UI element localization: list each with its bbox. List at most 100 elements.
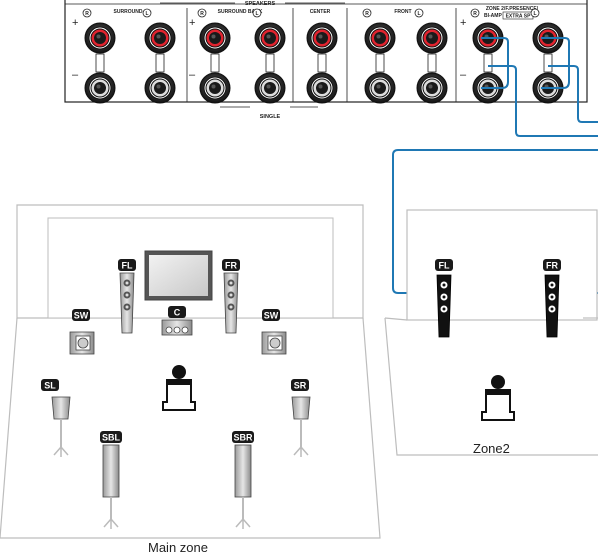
zone2-speaker-label-fl: FL [435,259,453,271]
left-channel-mark-1: L [142,8,152,18]
zone2-front-right-speaker [544,274,560,338]
svg-text:SL: SL [44,381,56,391]
svg-text:L: L [533,11,536,17]
svg-text:R: R [200,11,204,17]
terminal-link-7 [427,53,437,73]
front-right-speaker [223,272,239,334]
speaker-label-sbr: SBR [232,431,254,443]
zone2-speaker-label-fr: FR [543,259,561,271]
right-channel-mark-2: R [197,8,207,18]
subwoofer-left [69,331,95,355]
center-speaker [161,319,193,336]
svg-text:R: R [85,11,89,17]
terminal-negative-3 [199,72,231,104]
minus-mark: – [72,69,79,81]
main-zone-caption: Main zone [148,540,208,555]
speaker-label-fl: FL [118,259,136,271]
speaker-label-sw-right: SW [262,309,280,321]
terminal-link-8 [483,53,493,73]
surround-back-label: SURROUND BACK [218,9,263,15]
rear-panel: SPEAKERS SURROUND SURROUND BACK CENTER F… [64,0,588,120]
terminal-positive-8 [472,22,504,54]
front-left-speaker [119,272,135,334]
front-label: FRONT [394,9,411,15]
svg-text:FR: FR [225,261,237,271]
listener-zone2-icon [481,375,515,421]
terminal-negative-5 [306,72,338,104]
svg-text:L: L [417,11,420,17]
svg-text:SW: SW [74,311,89,321]
terminal-positive-4 [254,22,286,54]
speaker-labels: FL FR C SW SW SL SR SBL SBR FL FR [41,259,561,443]
surround-right-speaker [291,396,311,457]
right-channel-mark-0: R [82,8,92,18]
terminal-link-4 [265,53,275,73]
speaker-label-sw-left: SW [72,309,90,321]
terminal-link-2 [155,53,165,73]
zone2-label: ZONE 2/F.PRESENCE/ [486,6,539,12]
speakers-label: SPEAKERS [245,1,276,7]
minus-mark: – [460,69,467,81]
terminal-link-3 [210,53,220,73]
svg-text:FR: FR [546,261,558,271]
svg-text:L: L [145,11,148,17]
terminal-positive-7 [416,22,448,54]
terminal-negative-7 [416,72,448,104]
terminal-positive-1 [84,22,116,54]
minus-mark: – [189,69,196,81]
main-zone-speakers [51,272,311,529]
svg-text:SW: SW [264,311,279,321]
surround-back-left-speaker [102,444,120,529]
speaker-label-sl: SL [41,379,59,391]
left-channel-mark-3: L [252,8,262,18]
single-label: SINGLE [260,114,281,120]
terminal-link-5 [317,53,327,73]
speaker-label-fr: FR [222,259,240,271]
terminal-link-9 [543,53,553,73]
channel-marks: R L R L R L R L + – + – + – [72,8,540,81]
surround-label: SURROUND [114,9,143,15]
speaker-terminals [84,22,564,104]
right-channel-mark-6: R [470,8,480,18]
surround-back-right-speaker [234,444,252,529]
terminal-negative-2 [144,72,176,104]
terminal-negative-6 [364,72,396,104]
plus-mark: + [460,17,466,29]
terminal-positive-6 [364,22,396,54]
zone2-caption: Zone2 [473,441,510,456]
svg-text:FL: FL [439,261,450,271]
terminal-positive-3 [199,22,231,54]
svg-text:FL: FL [122,261,133,271]
svg-text:R: R [473,11,477,17]
speaker-label-sr: SR [291,379,309,391]
svg-text:R: R [365,11,369,17]
terminal-link-6 [375,53,385,73]
svg-text:SR: SR [294,381,307,391]
right-channel-mark-4: R [362,8,372,18]
svg-text:C: C [174,308,181,318]
biamp-label: BI-AMP [484,13,502,19]
tv [144,250,213,301]
terminal-negative-1 [84,72,116,104]
subwoofer-right [261,331,287,355]
terminal-positive-5 [306,22,338,54]
svg-text:SBR: SBR [233,433,253,443]
listener-main-zone-icon [162,365,196,411]
speaker-label-c: C [168,306,186,318]
plus-mark: + [72,17,78,29]
svg-text:L: L [255,11,258,17]
left-channel-mark-5: L [414,8,424,18]
left-channel-mark-7: L [530,8,540,18]
speaker-label-sbl: SBL [100,431,122,443]
extra-sp-label: EXTRA SP [506,14,531,20]
terminal-positive-2 [144,22,176,54]
zone2-speakers [436,274,560,338]
svg-text:SBL: SBL [102,433,121,443]
plus-mark: + [189,17,195,29]
center-label: CENTER [310,9,331,15]
terminal-link-1 [95,53,105,73]
terminal-negative-4 [254,72,286,104]
zone2-front-left-speaker [436,274,452,338]
surround-left-speaker [51,396,71,457]
